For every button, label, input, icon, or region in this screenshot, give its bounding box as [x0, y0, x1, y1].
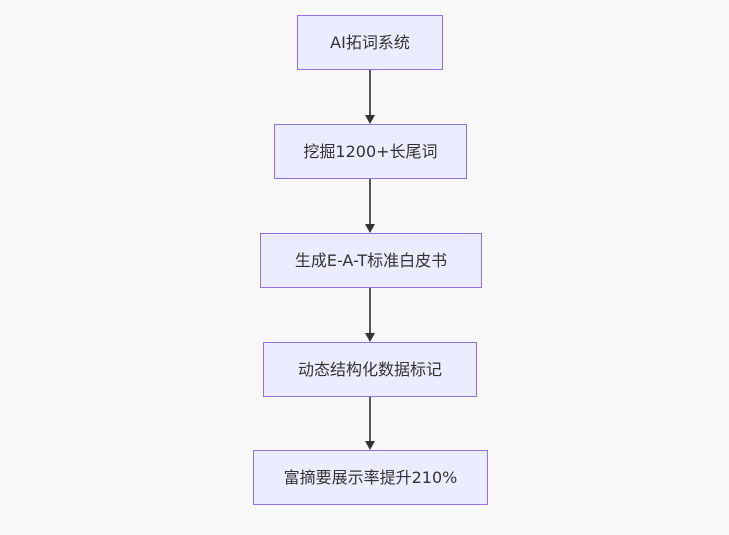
flowchart-edge-2 — [364, 179, 376, 233]
edge-line — [369, 179, 371, 224]
flowchart-node-ai-keyword-system: AI拓词系统 — [297, 15, 443, 70]
flowchart-edge-3 — [364, 288, 376, 342]
arrowhead-down-icon — [365, 441, 375, 450]
arrowhead-down-icon — [365, 115, 375, 124]
node-label: 生成E-A-T标准白皮书 — [294, 250, 448, 270]
node-label: AI拓词系统 — [330, 32, 410, 52]
flowchart-node-rich-snippet-rate: 富摘要展示率提升210% — [253, 450, 488, 505]
node-label: 挖掘1200+长尾词 — [303, 141, 438, 161]
flowchart-node-longtail-mining: 挖掘1200+长尾词 — [274, 124, 467, 179]
edge-line — [369, 288, 371, 333]
flowchart-node-structured-data: 动态结构化数据标记 — [263, 342, 477, 397]
flowchart-edge-4 — [364, 397, 376, 450]
node-label: 富摘要展示率提升210% — [283, 467, 458, 487]
flowchart-edge-1 — [364, 70, 376, 124]
edge-line — [369, 70, 371, 115]
arrowhead-down-icon — [365, 333, 375, 342]
arrowhead-down-icon — [365, 224, 375, 233]
flowchart-node-eat-whitepaper: 生成E-A-T标准白皮书 — [260, 233, 482, 288]
edge-line — [369, 397, 371, 441]
node-label: 动态结构化数据标记 — [297, 359, 442, 379]
